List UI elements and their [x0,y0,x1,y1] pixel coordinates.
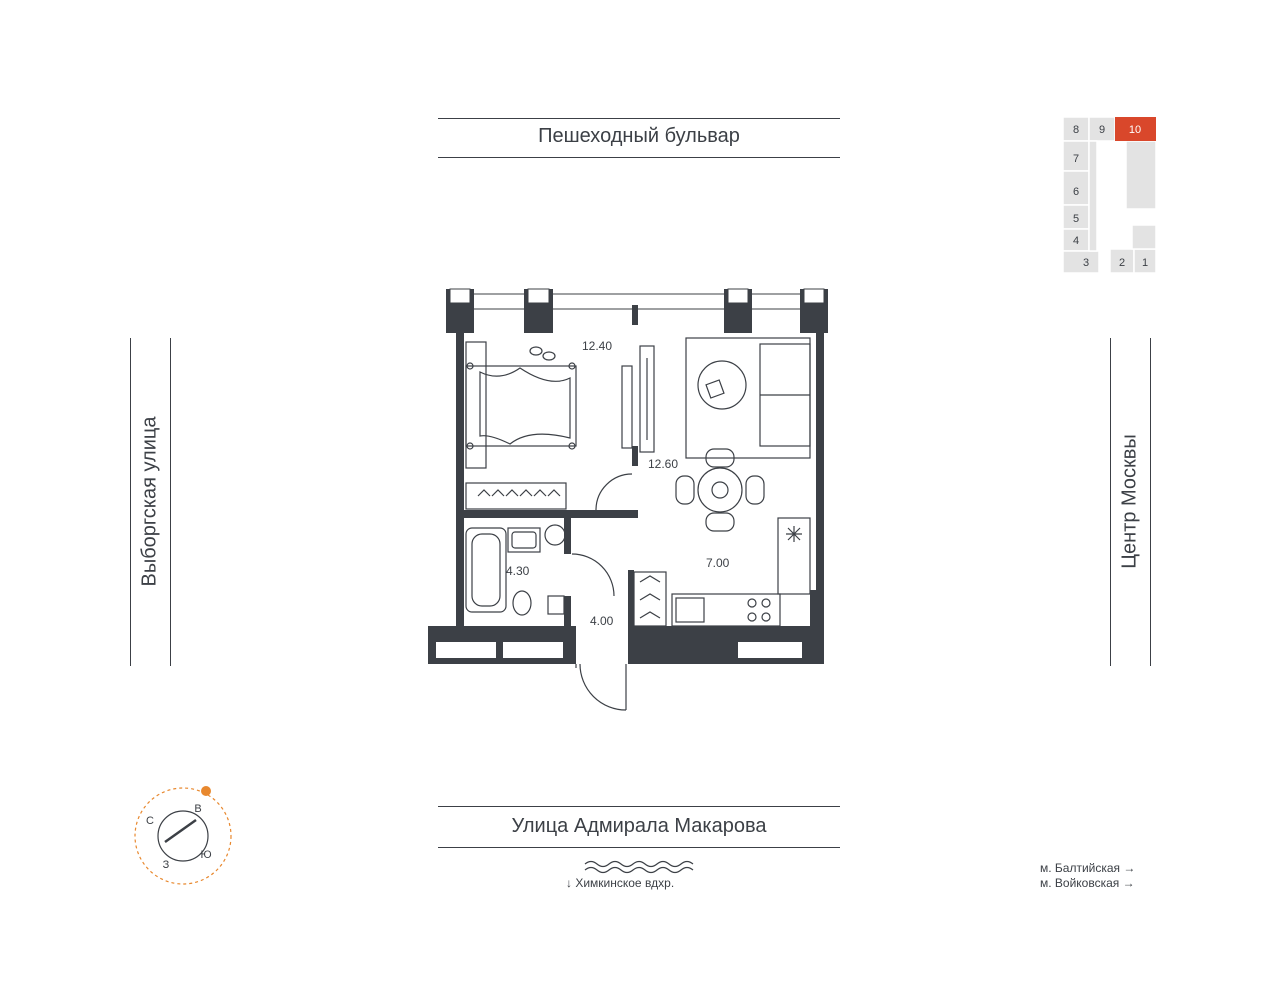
section-9: 9 [1099,124,1105,136]
furniture [465,337,811,711]
left-street-line-outer [130,338,131,666]
compass-south: Ю [200,849,211,861]
bottom-street-line-upper [438,806,840,807]
section-1: 1 [1142,257,1148,269]
area-bedroom: 12.40 [582,339,612,353]
area-kitchen: 7.00 [706,556,730,570]
top-street-line-lower [438,157,840,158]
right-street-line-inner [1150,338,1151,666]
top-street-line-upper [438,118,840,119]
section-5: 5 [1073,213,1079,225]
bottom-windows [436,642,802,658]
section-2: 2 [1119,257,1125,269]
section-8: 8 [1073,124,1079,136]
left-street-line-inner [170,338,171,666]
compass-needle [164,818,197,844]
area-hall: 4.00 [590,614,614,628]
section-7: 7 [1073,153,1079,165]
water-label: ↓ Химкинское вдхр. [566,876,675,890]
compass-north: С [146,815,154,827]
metro-voykovskaya: м. Войковская → [1040,876,1135,890]
right-street-line-outer [1110,338,1111,666]
compass-west: З [163,859,170,871]
bottom-street-line-lower [438,847,840,848]
selected-section [1115,117,1156,141]
area-bathroom: 4.30 [506,564,530,578]
section-4: 4 [1073,235,1079,247]
compass-east: В [194,803,201,815]
bottom-street-label: Улица Адмирала Макарова [511,815,767,837]
sun-icon [201,786,211,796]
top-windows [474,293,800,310]
section-6: 6 [1073,186,1079,198]
top-street-label: Пешеходный бульвар [538,125,740,147]
section-10: 10 [1129,124,1141,136]
top-columns-caps [449,288,825,304]
metro-baltiyskaya: м. Балтийская → [1040,861,1136,875]
area-living: 12.60 [648,457,678,471]
section-3: 3 [1083,257,1089,269]
